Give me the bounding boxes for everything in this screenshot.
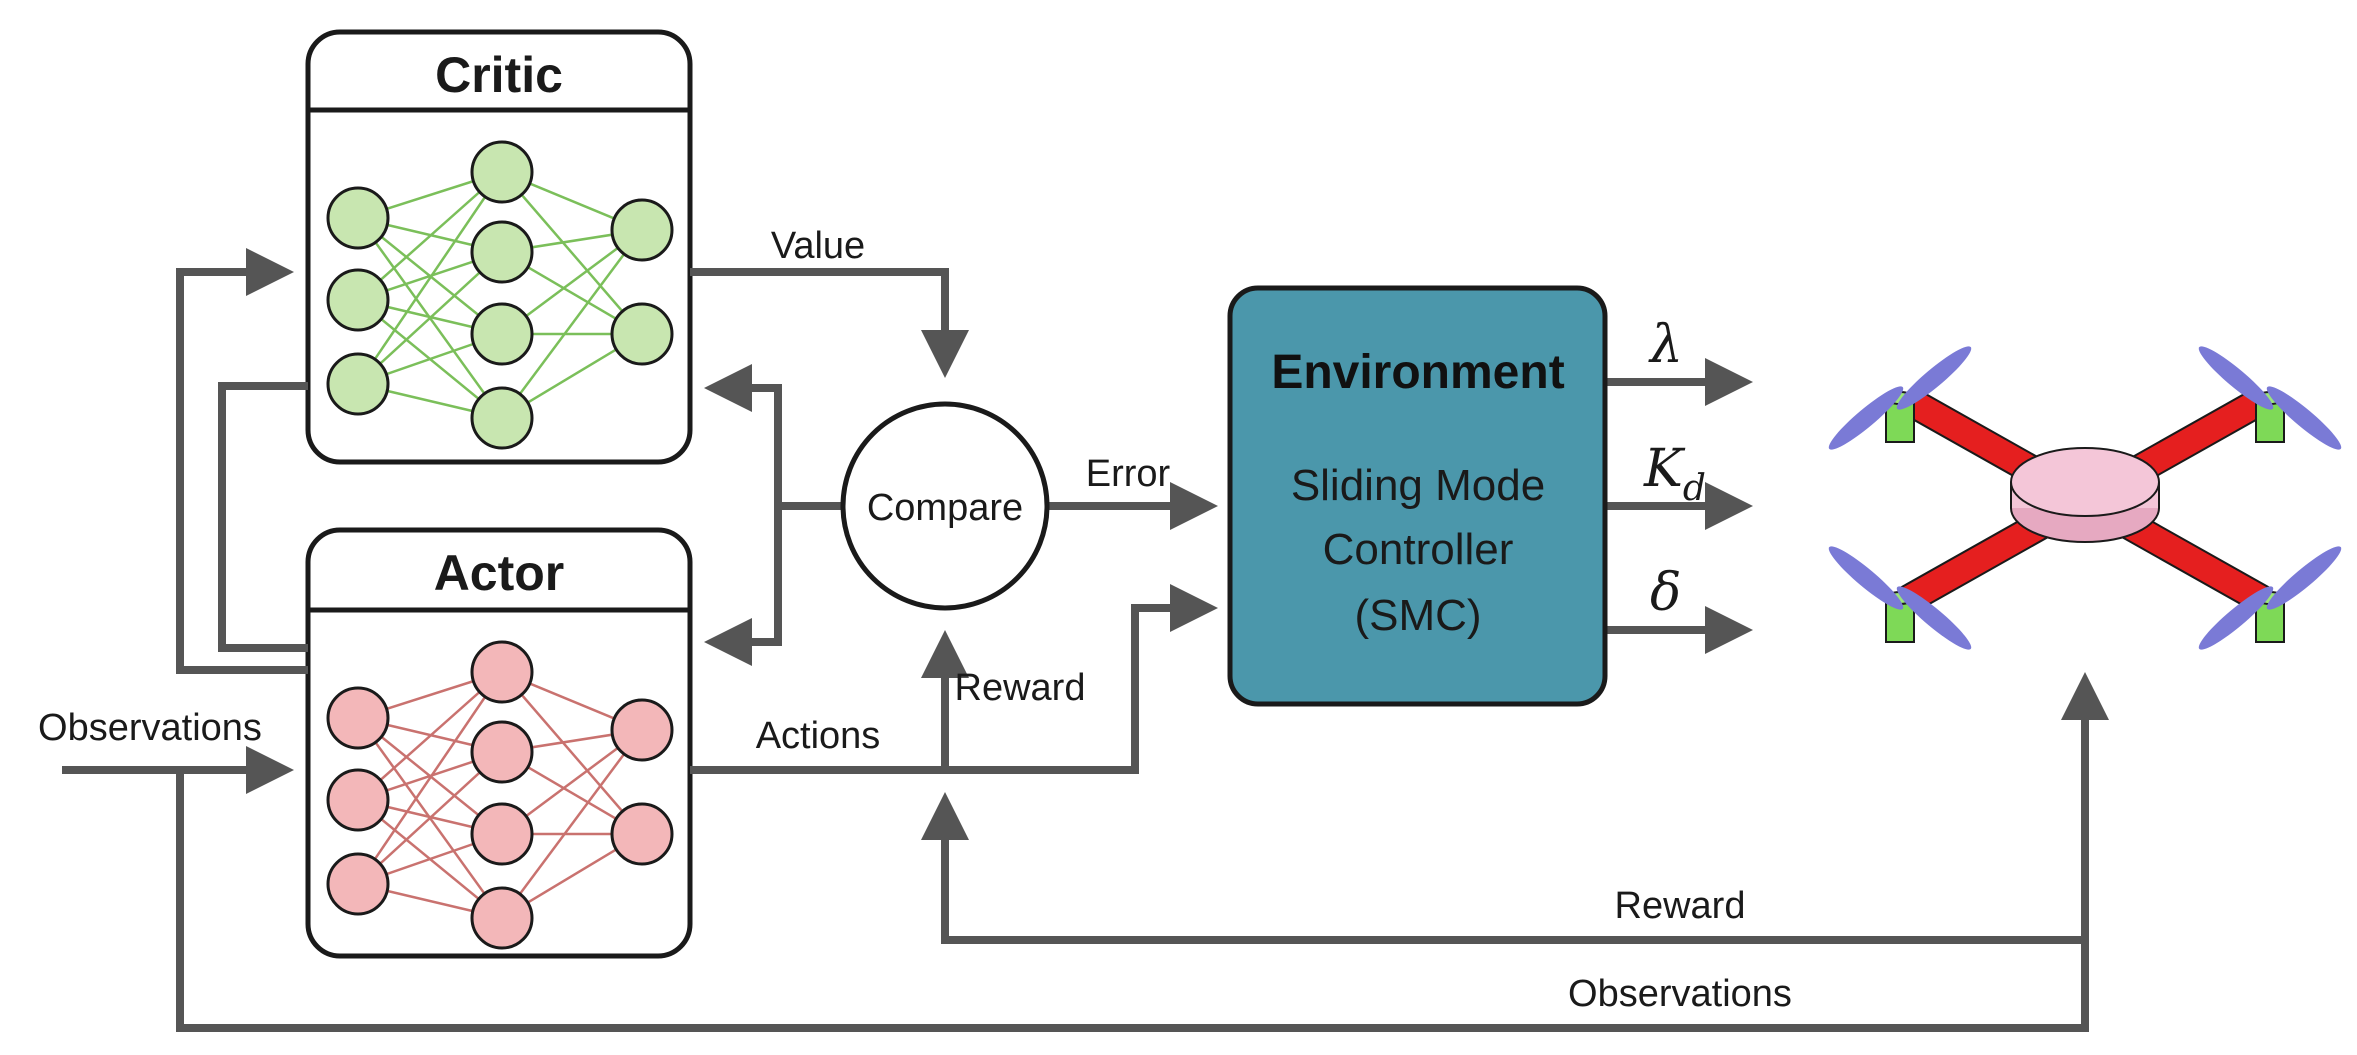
actor-node: [470, 886, 534, 950]
observations-loop-wire: [176, 672, 2109, 1032]
compare-node: Compare: [840, 401, 1050, 611]
critic-node: [470, 386, 534, 450]
actor-node: [326, 686, 390, 750]
compare-label: Compare: [867, 487, 1023, 529]
environment-block: Environment Sliding Mode Controller (SMC…: [1227, 285, 1608, 707]
observations-input-label: Observations: [38, 707, 262, 749]
kd-output-label: Kd: [1643, 439, 1706, 509]
actor-network: Actor: [305, 527, 693, 959]
critic-node: [610, 302, 674, 366]
actor-node: [610, 698, 674, 762]
critic-edge: [500, 229, 644, 419]
critic-edge: [357, 171, 503, 301]
value-label: Value: [771, 225, 865, 267]
motor-front-right: [2198, 346, 2342, 450]
actor-edge: [356, 671, 504, 885]
critic-node: [470, 220, 534, 284]
actor-node: [610, 802, 674, 866]
actions-wire: [690, 584, 1218, 774]
motor-rear-left: [1828, 546, 1972, 650]
delta-output-label: δ: [1650, 563, 1681, 623]
actor-edge: [501, 671, 643, 835]
lambda-output-label: λ: [1648, 315, 1683, 375]
critic-title: Critic: [435, 47, 563, 103]
critic-network: Critic: [305, 29, 693, 465]
actor-edge: [357, 671, 503, 801]
value-wire: [690, 268, 969, 378]
environment-line-3: (SMC): [1354, 591, 1481, 640]
observations-lower-label: Observations: [1568, 973, 1792, 1015]
critic-node: [470, 302, 534, 366]
critic-edge: [501, 171, 643, 335]
compare-to-actor-wire: [704, 506, 782, 666]
actor-title: Actor: [434, 545, 565, 601]
actor-node: [470, 720, 534, 784]
reward-lower-label: Reward: [1615, 885, 1746, 927]
environment-line-1: Sliding Mode: [1291, 461, 1545, 510]
quadcopter-icon: [1828, 346, 2342, 650]
environment-title: Environment: [1271, 346, 1564, 399]
actor-nodes: [326, 640, 674, 950]
compare-to-critic-wire: [704, 364, 782, 506]
critic-nodes: [326, 140, 674, 450]
critic-node: [326, 352, 390, 416]
environment-line-2: Controller: [1323, 525, 1514, 574]
critic-node: [610, 198, 674, 262]
reward-loop-wire: [921, 792, 2085, 944]
actor-edge: [357, 751, 503, 885]
critic-node: [326, 268, 390, 332]
motor-rear-right: [2198, 546, 2342, 650]
actor-node: [326, 768, 390, 832]
critic-edge: [356, 171, 504, 385]
obs-to-critic-wire: [176, 248, 308, 674]
reward-upper-label: Reward: [955, 667, 1086, 709]
error-label: Error: [1086, 453, 1171, 495]
actions-label: Actions: [756, 715, 881, 757]
critic-node: [470, 140, 534, 204]
critic-edge: [357, 251, 503, 385]
actor-node: [326, 852, 390, 916]
critic-node: [326, 186, 390, 250]
motor-front-left: [1828, 346, 1972, 450]
actor-node: [470, 640, 534, 704]
critic-actor-link-wire: [218, 382, 308, 652]
actor-node: [470, 802, 534, 866]
actor-edge: [500, 729, 644, 919]
